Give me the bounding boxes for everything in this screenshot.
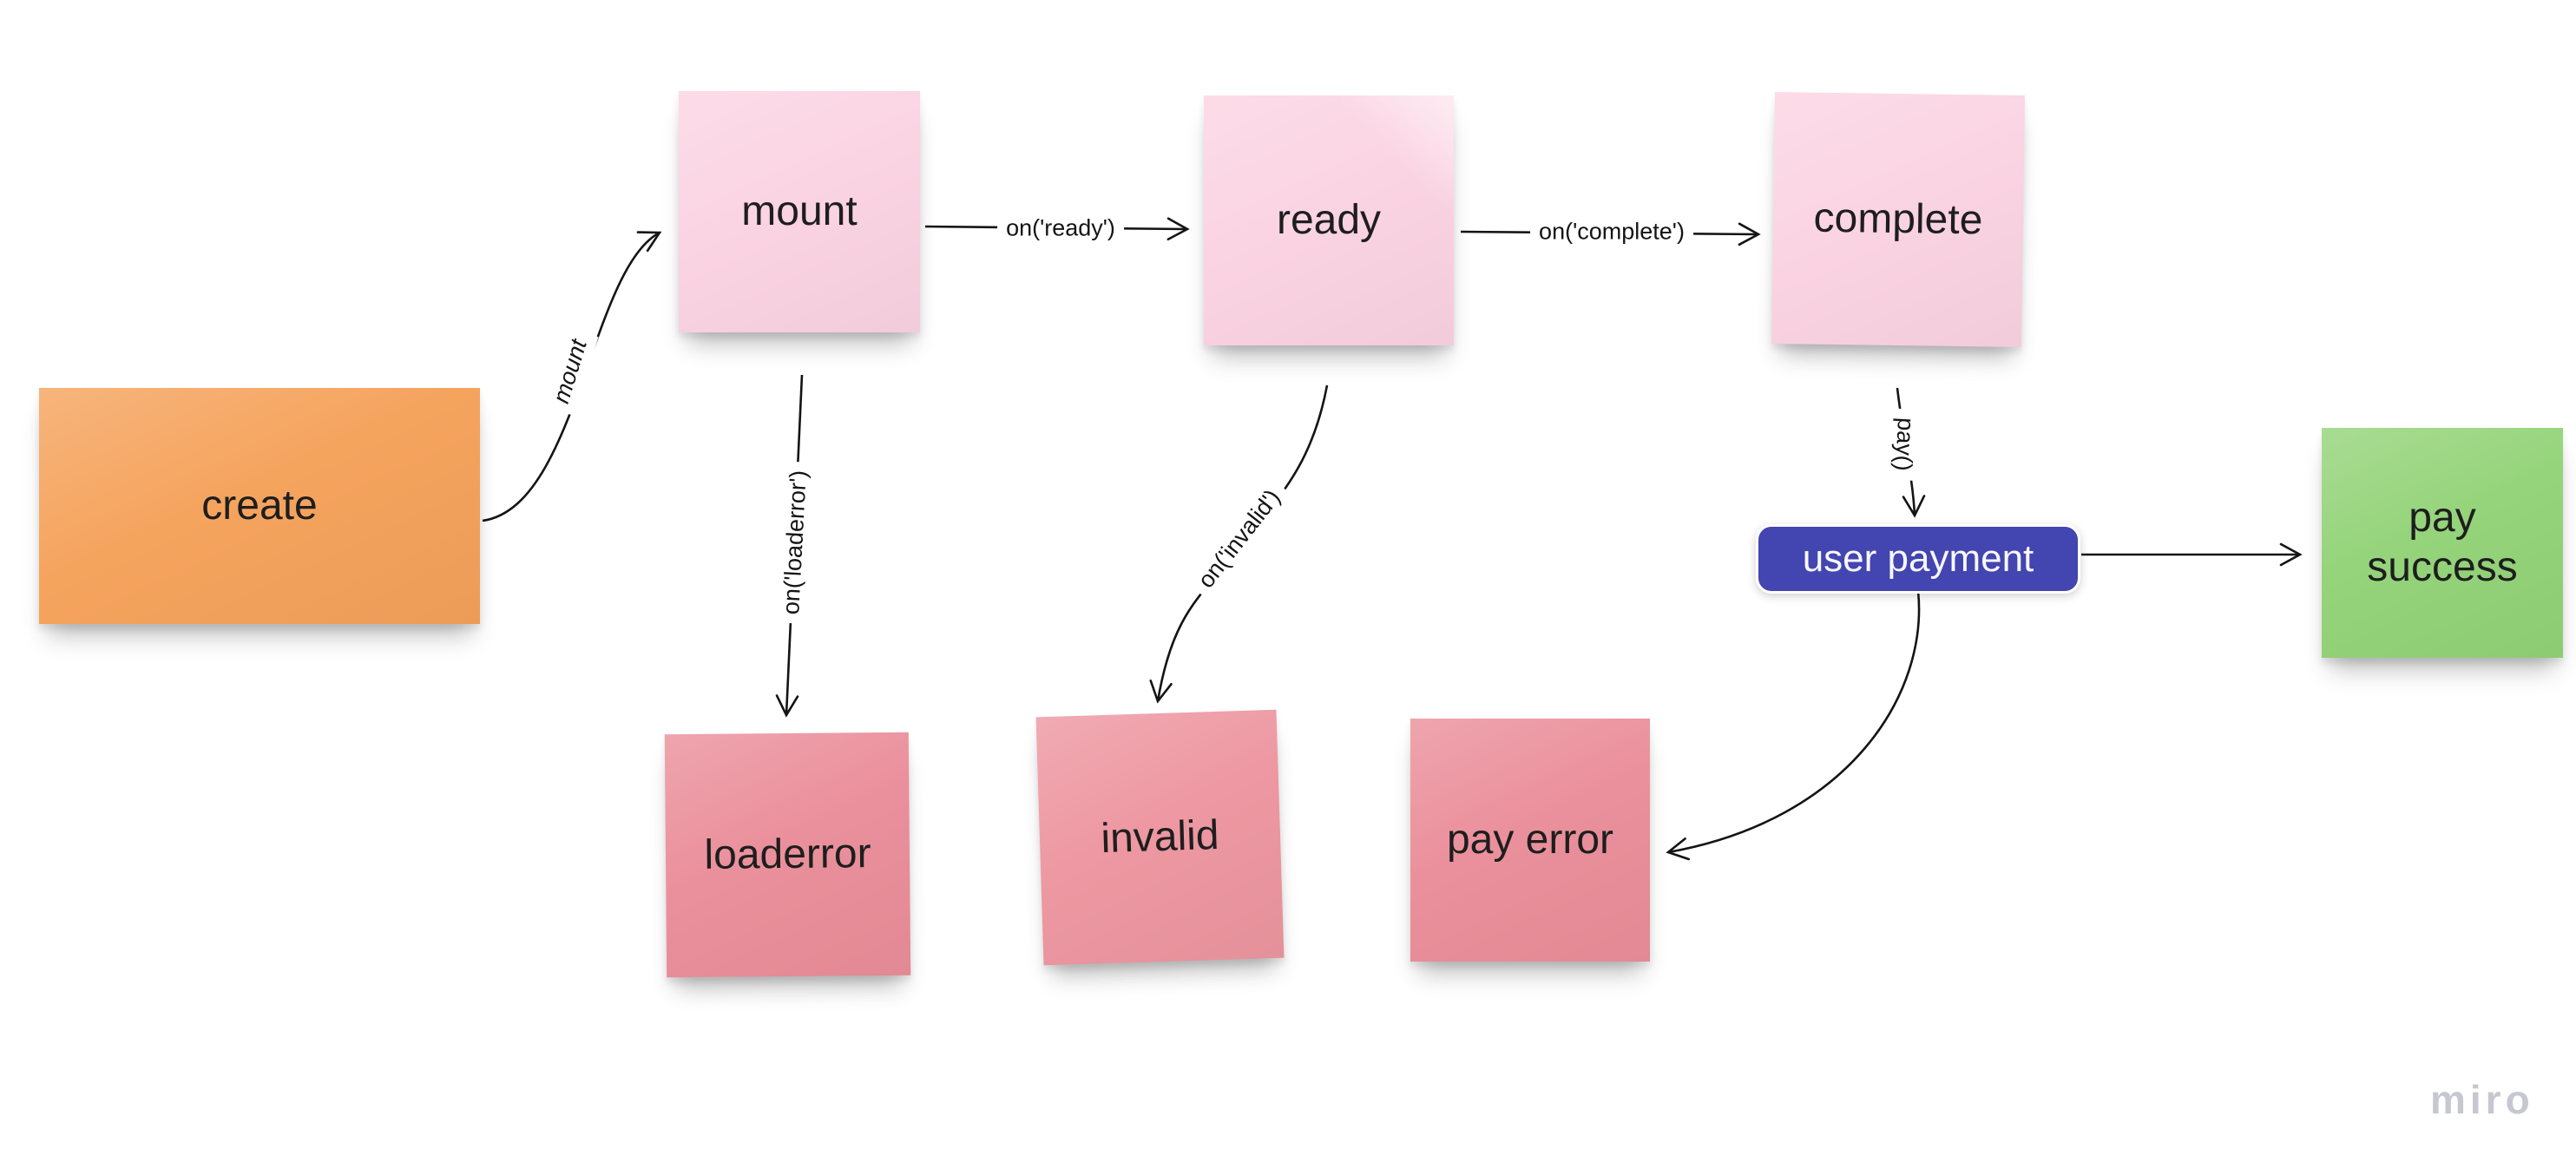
note-label: loaderror [704, 830, 871, 878]
sticky-note-mount[interactable]: mount [679, 91, 920, 332]
edge-payment-pay-error[interactable] [1666, 590, 1921, 861]
edge-label-on-complete[interactable]: on('complete') [1530, 214, 1693, 249]
sticky-note-complete[interactable]: complete [1771, 92, 2026, 347]
note-label: create [201, 482, 318, 529]
sticky-note-pay-error[interactable]: pay error [1410, 719, 1650, 962]
shape-user-payment[interactable]: user payment [1756, 524, 2080, 594]
note-label: complete [1813, 194, 1983, 244]
shape-label: user payment [1802, 537, 2034, 580]
edge-label-pay[interactable]: pay() [1885, 408, 1923, 481]
note-label: invalid [1100, 811, 1220, 862]
sticky-note-loaderror[interactable]: loaderror [664, 732, 911, 978]
sticky-note-pay-success[interactable]: pay success [2322, 428, 2563, 658]
sticky-note-ready[interactable]: ready [1204, 95, 1454, 345]
sticky-note-invalid[interactable]: invalid [1035, 709, 1285, 966]
note-label: ready [1276, 196, 1382, 243]
note-label: mount [741, 187, 858, 234]
miro-logo-watermark: miro [2430, 1077, 2534, 1122]
edge-label-on-ready[interactable]: on('ready') [997, 211, 1124, 246]
note-label: pay error [1446, 816, 1614, 863]
note-label: pay success [2367, 494, 2518, 590]
note-corner-fold [1341, 95, 1454, 208]
sticky-note-create[interactable]: create [39, 388, 480, 624]
